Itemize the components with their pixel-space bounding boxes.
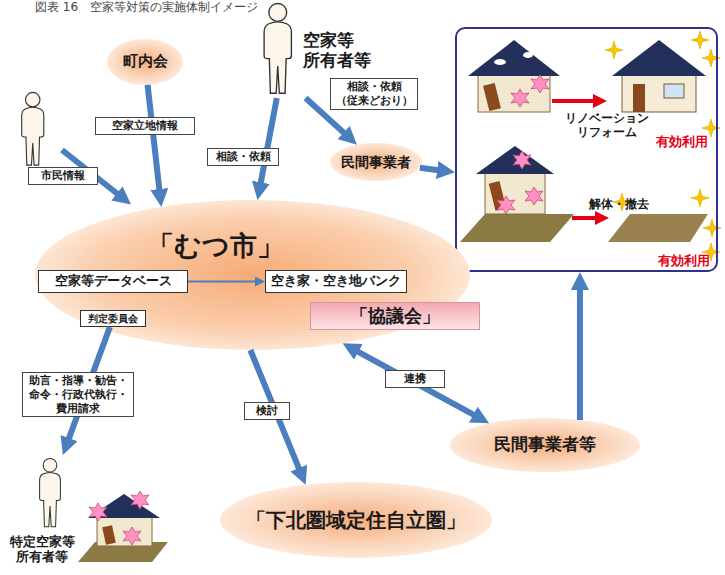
sparkle <box>703 219 721 237</box>
edge-label: 相談・依頼 <box>207 148 279 166</box>
roof-hole <box>494 59 506 65</box>
damage-mark <box>525 187 543 205</box>
node-text: 判定委員会 <box>88 313 138 325</box>
house-wall <box>478 74 550 112</box>
node-text: 「むつ市」 <box>147 230 367 261</box>
ellipse-shape <box>220 482 492 558</box>
edge-label: 検討 <box>244 402 290 420</box>
edge-label: 相談・依頼 （従来どおり） <box>330 78 418 110</box>
flow-arrow <box>577 281 583 420</box>
house-roof <box>476 146 554 174</box>
business-ellipse: 民間事業者 <box>330 143 422 181</box>
flow-arrow <box>259 98 277 191</box>
house-door <box>483 83 501 111</box>
house-roof <box>612 40 706 76</box>
committee-box: 判定委員会 <box>80 310 146 327</box>
info-label: 市民情報 <box>28 167 98 185</box>
owner-node: 特定空家等 所有者等 <box>0 455 84 570</box>
damage-mark <box>131 491 149 509</box>
node-text: リノベーション リフォーム <box>560 112 654 140</box>
flow-arrow <box>420 168 446 171</box>
node-text: 特定空家等 所有者等 <box>0 535 84 565</box>
flow-arrow <box>188 281 260 283</box>
node-text: 空家等 所有者等 <box>303 31 375 70</box>
house-wall <box>622 74 696 112</box>
organization-ellipse: 町内会 <box>107 39 183 85</box>
region-ellipse: 「下北圏域定住自立圏」 <box>220 482 492 558</box>
database-box: 空家等データベース <box>38 270 188 293</box>
citizen-figure <box>22 92 44 165</box>
sparkle <box>691 189 709 207</box>
node-text: 有効利用 <box>652 135 712 150</box>
bank-box: 空き家・空き地バンク <box>265 270 407 293</box>
house-wall <box>97 516 152 546</box>
house-roof <box>468 40 560 76</box>
node-text: 「協議会」 <box>350 306 440 327</box>
ellipse-shape <box>107 39 183 85</box>
damage-mark <box>511 89 529 107</box>
node-text: 有効利用 <box>654 254 714 269</box>
land-plot <box>608 214 708 242</box>
house-door <box>102 525 116 545</box>
change-arrow <box>572 216 602 220</box>
flow-arrow <box>148 85 161 198</box>
damage-mark <box>89 503 107 521</box>
damage-mark <box>513 151 531 169</box>
node-text: 空き家・空き地バンク <box>271 274 401 289</box>
council-box: 「協議会」 <box>310 302 480 330</box>
owner-figure <box>40 458 61 526</box>
outcome-frame: リノベーション リフォーム有効利用解体・撤去有効利用 <box>455 27 718 272</box>
ellipse-shape <box>330 143 422 181</box>
house-door <box>633 84 645 112</box>
sparkle <box>691 31 709 49</box>
business-ellipse: 民間事業者等 <box>450 418 640 472</box>
damage-mark <box>531 75 549 93</box>
owner-figure <box>264 4 291 94</box>
edge-label: 空家立地情報 <box>95 117 195 135</box>
change-arrow <box>552 99 600 103</box>
damage-mark <box>497 196 515 214</box>
node-text: 解体・撤去 <box>585 198 653 212</box>
ellipse-shape <box>450 418 640 472</box>
node-text: 町内会 <box>123 53 168 70</box>
flow-arrow <box>350 348 481 419</box>
figure-title: 図表 16 空家等対策の実施体制イメージ <box>35 0 258 16</box>
node-text: 民間事業者等 <box>494 435 596 455</box>
house-wall <box>485 172 545 214</box>
roof-hole <box>523 52 533 58</box>
sparkle <box>605 41 623 59</box>
node-text: 空家等データベース <box>55 274 172 289</box>
land-plot <box>460 214 574 242</box>
node-text: 民間事業者 <box>341 154 411 170</box>
house-window <box>664 84 684 98</box>
damage-mark <box>123 527 141 545</box>
edge-label: 連携 <box>385 370 445 388</box>
node-text: 「下北圏域定住自立圏」 <box>246 509 466 532</box>
edge-label: 助言・指導・勧告・ 命令・行政代執行・ 費用請求 <box>22 372 134 417</box>
